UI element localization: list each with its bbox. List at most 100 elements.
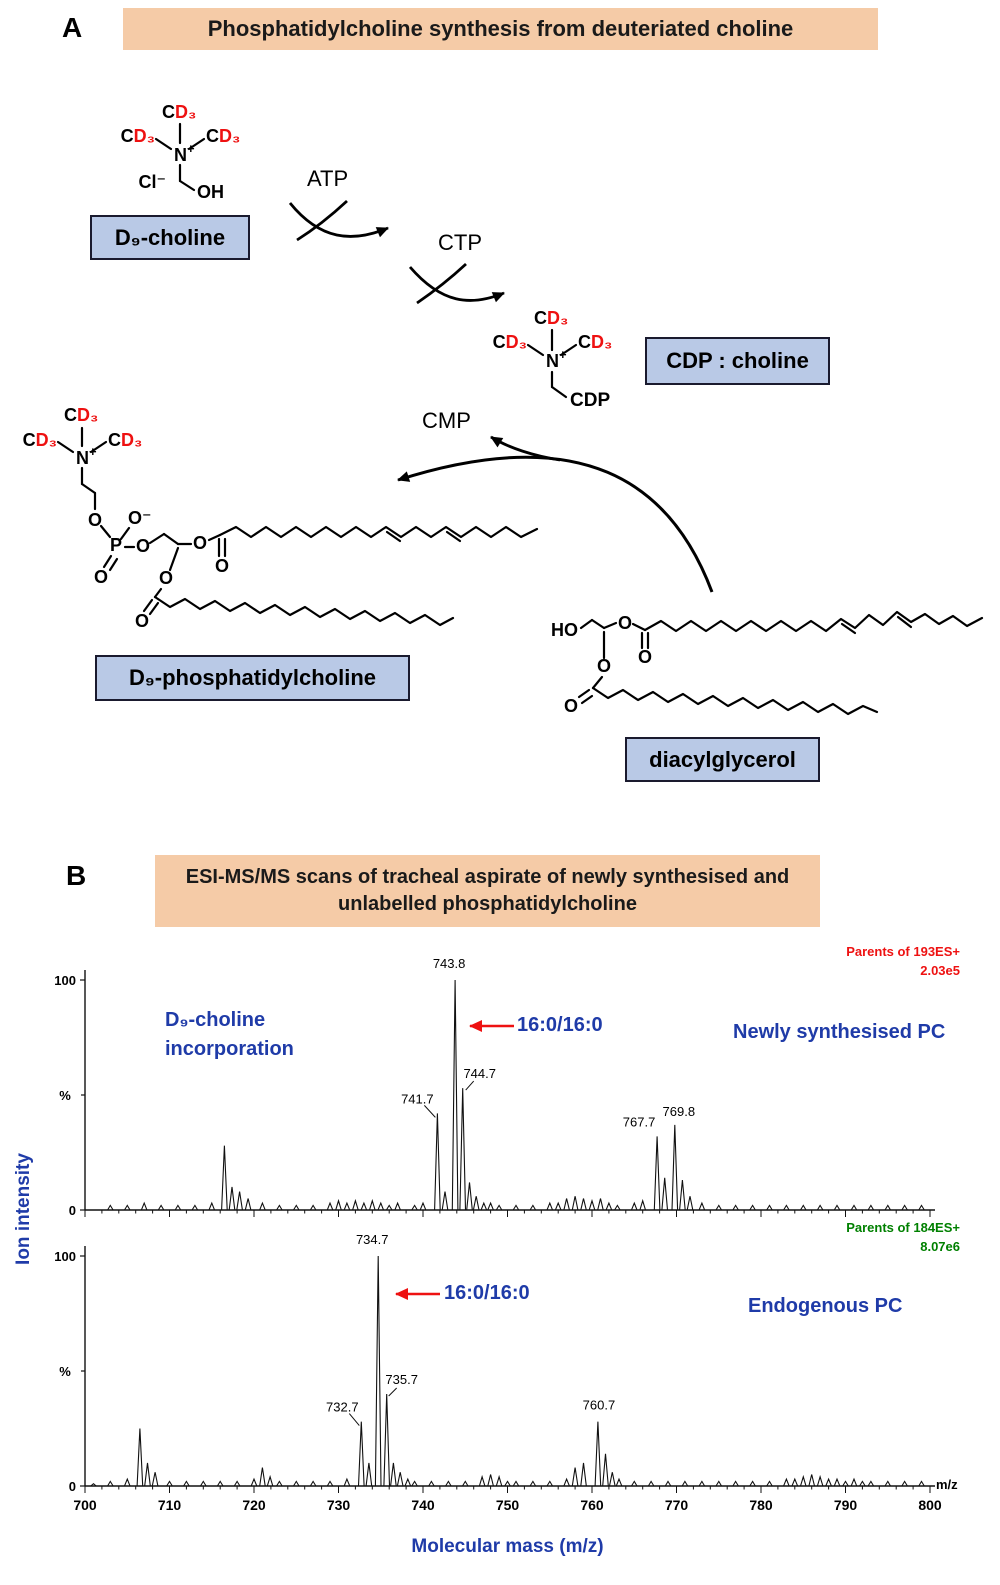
atom-p: P: [110, 535, 122, 555]
atom-cd3: CD₃: [493, 332, 527, 352]
x-axis-ticks: [84, 1210, 931, 1217]
peak-label: 760.7: [583, 1398, 616, 1413]
atom-o: O: [136, 536, 150, 556]
atom-cd3: CD₃: [534, 308, 568, 328]
series-label-newly-synthesised-pc: Newly synthesised PC: [733, 1021, 946, 1043]
atom-o: O: [159, 568, 173, 588]
panel-a-title: Phosphatidylcholine synthesis from deute…: [123, 8, 878, 50]
x-tick-label: 740: [411, 1497, 435, 1513]
x-tick-label: 790: [834, 1497, 858, 1513]
ctp-arrow: [408, 266, 505, 303]
atom-cd3: CD₃: [121, 126, 155, 146]
atom-o-minus: O⁻: [128, 508, 152, 528]
x-axis-ticks: [84, 1486, 931, 1493]
structure-dag-bonds: [577, 610, 984, 716]
diacylglycerol-box: diacylglycerol: [625, 737, 820, 782]
peak-label: 767.7: [623, 1114, 656, 1129]
atom-cd3: CD₃: [206, 126, 240, 146]
ctp-arrow-tail: [416, 262, 467, 305]
series-label-endogenous-pc: Endogenous PC: [748, 1295, 903, 1317]
x-axis-title: Molecular mass (m/z): [411, 1536, 604, 1557]
x-tick-label: 700: [73, 1497, 97, 1513]
peak-label: 735.7: [385, 1372, 418, 1387]
y-axis-title: Ion intensity: [13, 1153, 34, 1265]
atom-o: O: [597, 656, 611, 676]
atom-n-plus: N+: [546, 347, 567, 371]
x-tick-label: 750: [496, 1497, 520, 1513]
peak-label: 741.7: [401, 1091, 434, 1106]
atom-o: O: [618, 613, 632, 633]
reaction-ctp-label: CTP: [438, 230, 482, 255]
y-unit-label: %: [59, 1088, 71, 1103]
y-unit-label: %: [59, 1364, 71, 1379]
mz-unit-label: m/z: [936, 1477, 958, 1492]
note-line1: D₉-choline: [165, 1009, 266, 1031]
atom-cl: Cl⁻: [138, 172, 166, 192]
d9-choline-box: D₉-choline: [90, 215, 250, 260]
panel-b-title-line1: ESI-MS/MS scans of tracheal aspirate of …: [185, 866, 790, 888]
x-tick-label: 710: [158, 1497, 182, 1513]
d9-phosphatidylcholine-box: D₉-phosphatidylcholine: [95, 655, 410, 701]
reaction-atp-label: ATP: [307, 166, 348, 191]
atom-ho: HO: [551, 620, 578, 640]
atom-o: O: [193, 533, 207, 553]
x-tick-label: 770: [665, 1497, 689, 1513]
atom-cd3: CD₃: [23, 430, 57, 450]
atom-oh: OH: [197, 182, 224, 202]
peak-label: 744.7: [463, 1066, 496, 1081]
y-max-label: 100: [54, 973, 76, 988]
x-tick-label: 780: [749, 1497, 773, 1513]
atp-arrow: [288, 202, 389, 238]
y-max-label: 100: [54, 1249, 76, 1264]
scan-function: Parents of 184ES+: [846, 1220, 960, 1235]
panel-b-title: ESI-MS/MS scans of tracheal aspirate of …: [155, 855, 820, 927]
structure-d9-pc-bonds: [56, 426, 539, 627]
peak-label: 743.8: [433, 956, 466, 971]
atom-n-plus: N+: [174, 141, 195, 165]
atom-o: O: [215, 556, 229, 576]
atom-o: O: [135, 611, 149, 631]
atom-o: O: [638, 647, 652, 667]
note-d9-incorporation: D₉-choline incorporation: [165, 1006, 294, 1064]
structure-d9-choline-bonds: [154, 122, 206, 192]
panel-b-title-line2: unlabelled phosphatidylcholine: [338, 893, 637, 915]
annotation-16-0-16-0-bottom: 16:0/16:0: [444, 1282, 530, 1304]
atom-cd3: CD₃: [108, 430, 142, 450]
panel-b-label: B: [66, 860, 87, 891]
peak-label-pointer: [388, 1387, 398, 1397]
scan-function: Parents of 193ES+: [846, 944, 960, 959]
x-tick-label: 760: [580, 1497, 604, 1513]
panel-a-label: A: [62, 12, 83, 43]
y-min-label: 0: [69, 1203, 76, 1218]
reaction-cmp-label: CMP: [422, 408, 471, 433]
cmp-arrow: [490, 435, 561, 462]
peak-label: 734.7: [356, 1232, 389, 1247]
x-tick-label: 720: [242, 1497, 266, 1513]
peak-label: 732.7: [326, 1400, 359, 1415]
atom-o: O: [564, 696, 578, 716]
main-reaction-arrow: [397, 455, 714, 593]
peak-label-pointer: [348, 1413, 360, 1426]
scan-label-top: Parents of 193ES+ 2.03e5: [790, 942, 960, 980]
annotation-16-0-16-0-top: 16:0/16:0: [517, 1014, 603, 1036]
atp-arrow-tail: [296, 199, 348, 242]
scan-label-bottom: Parents of 184ES+ 8.07e6: [790, 1218, 960, 1256]
atom-n-plus: N+: [76, 444, 97, 468]
peak-label: 769.8: [663, 1104, 696, 1119]
atom-cd3: CD₃: [162, 102, 196, 122]
atom-o: O: [88, 510, 102, 530]
scan-intensity: 8.07e6: [920, 1239, 960, 1254]
peak-label-pointer: [465, 1080, 475, 1091]
atom-cd3: CD₃: [578, 332, 612, 352]
pathway-diagram: CD₃ CD₃ CD₃ N+ Cl⁻ OH ATP CTP CD₃ CD₃ CD…: [23, 102, 984, 716]
y-min-label: 0: [69, 1479, 76, 1494]
scan-intensity: 2.03e5: [920, 963, 960, 978]
cdp-choline-box: CDP : choline: [645, 337, 830, 385]
x-tick-label: 800: [918, 1497, 942, 1513]
spectrum-trace-0: [85, 979, 930, 1211]
atom-o: O: [94, 567, 108, 587]
structure-cdp-choline-bonds: [526, 328, 578, 399]
x-tick-label: 730: [327, 1497, 351, 1513]
